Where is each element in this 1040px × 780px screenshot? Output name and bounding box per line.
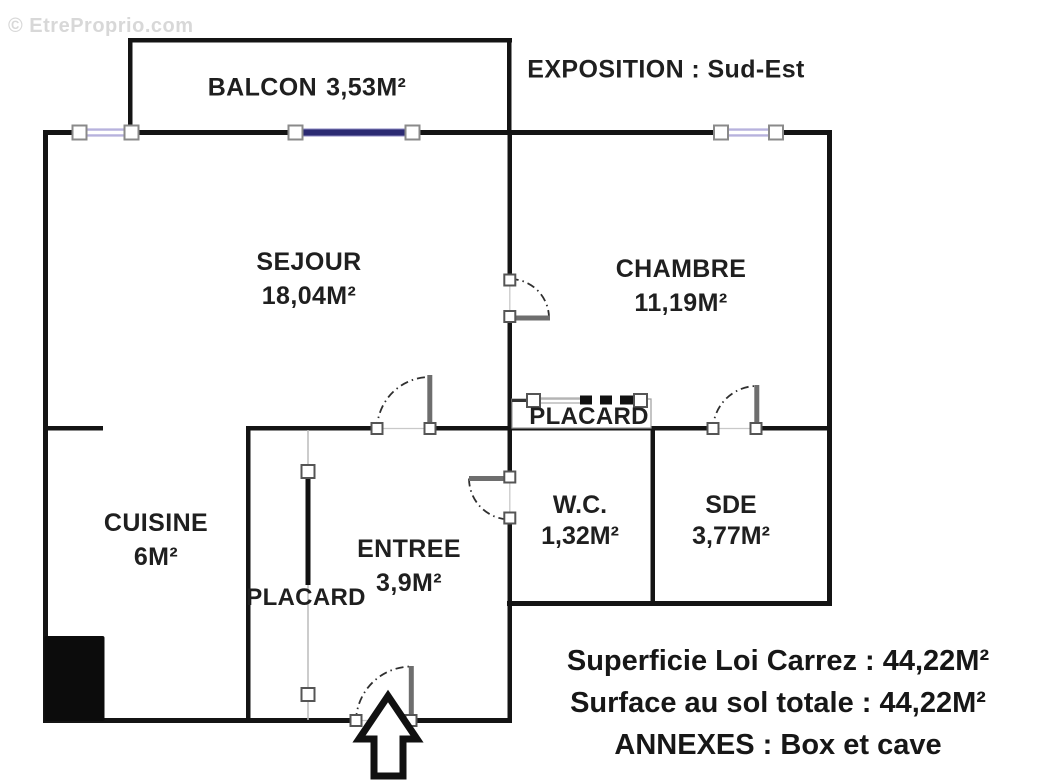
room-area: 1,32M² bbox=[541, 522, 619, 550]
summary-surface-sol: Surface au sol totale : 44,22M² bbox=[570, 687, 986, 719]
exposition-label: EXPOSITION : Sud-Est bbox=[527, 55, 805, 84]
room-label-sejour: SEJOUR 18,04M² bbox=[256, 245, 361, 313]
door-sde-icon bbox=[706, 385, 763, 435]
watermark: © EtreProprio.com bbox=[8, 15, 194, 37]
room-area: 11,19M² bbox=[634, 289, 728, 317]
door-wc-icon bbox=[468, 470, 517, 525]
room-label-wc: W.C. 1,32M² bbox=[541, 490, 619, 552]
window-right-icon bbox=[713, 124, 784, 141]
room-area: 6M² bbox=[133, 543, 179, 571]
room-name: BALCON bbox=[207, 73, 318, 102]
room-area: 3,9M² bbox=[376, 569, 442, 597]
room-name: SEJOUR bbox=[256, 248, 362, 276]
room-area: 18,04M² bbox=[261, 282, 357, 310]
room-name: CHAMBRE bbox=[615, 255, 747, 283]
door-sejour-icon bbox=[370, 375, 437, 435]
room-label-cuisine: CUISINE 6M² bbox=[104, 506, 208, 574]
summary-loi-carrez: Superficie Loi Carrez : 44,22M² bbox=[566, 645, 990, 677]
room-label-balcon: BALCON 3,53M² bbox=[208, 74, 407, 103]
room-label-chambre: CHAMBRE 11,19M² bbox=[616, 252, 747, 320]
room-name: CUISINE bbox=[103, 509, 209, 537]
technical-shaft bbox=[44, 636, 105, 721]
room-label-sde: SDE 3,77M² bbox=[692, 490, 770, 552]
window-left-icon bbox=[71, 124, 140, 141]
summary-annexes: ANNEXES : Box et cave bbox=[614, 729, 942, 761]
room-name: W.C. bbox=[552, 491, 608, 519]
surface-summary: Superficie Loi Carrez : 44,22M² Surface … bbox=[567, 640, 989, 766]
placard-middle-icon bbox=[511, 393, 652, 429]
room-name: ENTREE bbox=[357, 535, 461, 563]
room-area: 3,53M² bbox=[326, 73, 407, 102]
placard-left-icon bbox=[300, 430, 316, 720]
balcony-bay-window-icon bbox=[287, 124, 421, 141]
balcony-walls bbox=[128, 38, 512, 134]
room-label-entree: ENTREE 3,9M² bbox=[357, 532, 461, 600]
room-label-placard-left: PLACARD bbox=[246, 584, 366, 611]
entrance-arrow-icon bbox=[352, 689, 424, 780]
room-area: 3,77M² bbox=[692, 522, 770, 550]
room-name: SDE bbox=[705, 491, 757, 519]
room-label-placard-middle: PLACARD bbox=[529, 403, 649, 430]
door-chambre-icon bbox=[503, 273, 550, 323]
